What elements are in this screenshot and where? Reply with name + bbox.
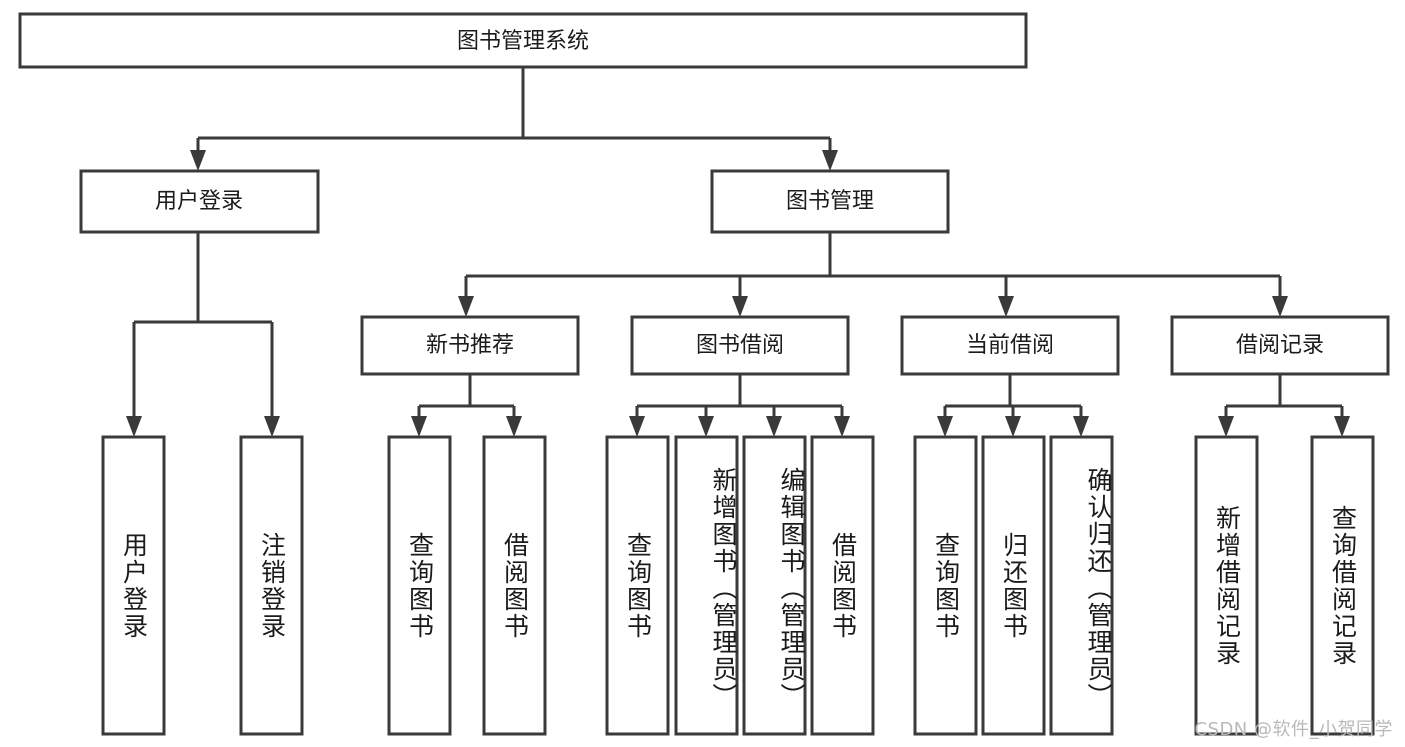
arrowhead-user-login xyxy=(190,150,206,171)
book-management-label: 图书管理 xyxy=(786,189,874,214)
edge-group-current-borrow xyxy=(937,374,1089,437)
book-management-box[interactable] xyxy=(710,169,950,234)
edge-group-borrow-records xyxy=(1218,374,1350,437)
book-borrow-box[interactable] xyxy=(630,315,850,376)
user-login-label: 用户登录 xyxy=(155,189,243,214)
node-user-login[interactable]: 用户登录 xyxy=(79,169,320,234)
node-book-management[interactable]: 图书管理 xyxy=(710,169,950,234)
arrowhead-leaf-query-borrow-record xyxy=(1334,416,1350,437)
root-label: 图书管理系统 xyxy=(457,29,589,54)
arrowhead-book-management xyxy=(822,150,838,171)
arrowhead-leaf-return-book xyxy=(1005,416,1021,437)
user-login-box[interactable] xyxy=(79,169,320,234)
arrowhead-current-borrow xyxy=(998,296,1014,317)
leaf-query-book-new-box[interactable] xyxy=(387,435,452,736)
edge-group-book-management xyxy=(458,232,1288,317)
leaf-edit-book-admin-box[interactable] xyxy=(742,435,807,736)
current-borrow-label: 当前借阅 xyxy=(966,333,1054,358)
book-borrow-label: 图书借阅 xyxy=(696,333,784,358)
leaf-box-group xyxy=(101,435,1375,736)
arrowhead-leaf-query-book-new xyxy=(411,416,427,437)
node-current-borrow[interactable]: 当前借阅 xyxy=(900,315,1120,376)
arrowhead-leaf-borrow-book-new xyxy=(506,416,522,437)
edge-group-new-book-recommend xyxy=(411,374,522,437)
leaf-query-borrow-record-box[interactable] xyxy=(1310,435,1375,736)
node-new-book-recommend[interactable]: 新书推荐 xyxy=(360,315,580,376)
node-book-borrow[interactable]: 图书借阅 xyxy=(630,315,850,376)
node-root[interactable]: 图书管理系统 xyxy=(18,12,1028,69)
edge-group-root xyxy=(190,67,838,171)
root-box[interactable] xyxy=(18,12,1028,69)
arrowhead-leaf-query-book-current xyxy=(937,416,953,437)
leaf-borrow-book-box[interactable] xyxy=(810,435,875,736)
new-book-recommend-box[interactable] xyxy=(360,315,580,376)
arrowhead-book-borrow xyxy=(732,296,748,317)
new-book-recommend-label: 新书推荐 xyxy=(426,333,514,358)
leaf-user-login-box[interactable] xyxy=(101,435,166,736)
leaf-confirm-return-admin-box[interactable] xyxy=(1049,435,1114,736)
arrowhead-leaf-query-book-borrow xyxy=(629,416,645,437)
node-borrow-records[interactable]: 借阅记录 xyxy=(1170,315,1390,376)
arrowhead-leaf-borrow-book xyxy=(834,416,850,437)
borrow-records-box[interactable] xyxy=(1170,315,1390,376)
leaf-logout-box[interactable] xyxy=(239,435,304,736)
arrowhead-leaf-user-login xyxy=(126,416,142,437)
edge-group-user-login xyxy=(126,232,280,437)
borrow-records-label: 借阅记录 xyxy=(1236,333,1324,358)
arrowhead-leaf-confirm-return-admin xyxy=(1073,416,1089,437)
arrowhead-leaf-logout xyxy=(264,416,280,437)
leaf-query-book-borrow-box[interactable] xyxy=(605,435,670,736)
arrowhead-leaf-add-borrow-record xyxy=(1218,416,1234,437)
arrowhead-borrow-records xyxy=(1272,296,1288,317)
leaf-query-book-current-box[interactable] xyxy=(913,435,978,736)
arrowhead-new-book-recommend xyxy=(458,296,474,317)
leaf-borrow-book-new-box[interactable] xyxy=(482,435,547,736)
edge-group-book-borrow xyxy=(629,374,850,437)
csdn-watermark: CSDN @软件_小贺同学 xyxy=(1194,719,1393,740)
arrowhead-leaf-add-book-admin xyxy=(698,416,714,437)
leaf-return-book-box[interactable] xyxy=(981,435,1046,736)
leaf-add-book-admin-box[interactable] xyxy=(674,435,739,736)
current-borrow-box[interactable] xyxy=(900,315,1120,376)
leaf-add-borrow-record-box[interactable] xyxy=(1194,435,1259,736)
arrowhead-leaf-edit-book-admin xyxy=(766,416,782,437)
